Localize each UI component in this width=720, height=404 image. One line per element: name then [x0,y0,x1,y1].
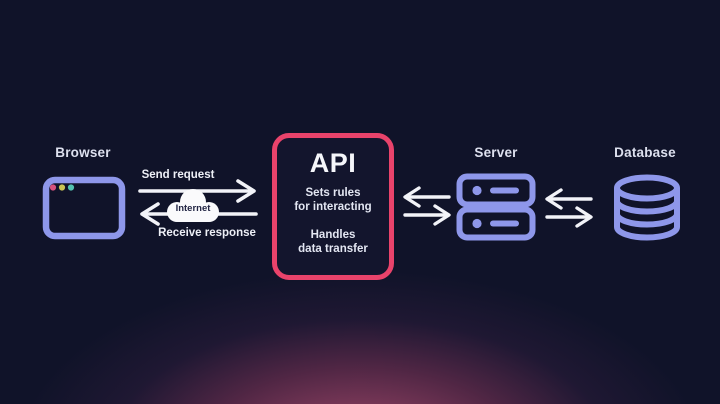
send-request-label: Send request [141,169,215,181]
receive-response-label: Receive response [158,227,256,239]
api-box: API Sets rules for interacting Handles d… [272,133,394,280]
api-description-rules: Sets rules for interacting [294,187,372,214]
database-label: Database [614,145,676,160]
api-title: API [309,148,357,178]
server-rack-icon [456,173,536,241]
browser-label: Browser [55,145,111,160]
internet-label: Internet [175,203,211,214]
api-server-exchange-arrows-icon [403,186,451,226]
browser-window-icon [42,176,126,240]
internet-cloud-icon [167,189,219,222]
api-description-transfer: Handles data transfer [298,228,368,256]
server-label: Server [474,145,518,160]
database-cylinder-icon [614,174,680,241]
server-database-exchange-arrows-icon [545,188,593,228]
